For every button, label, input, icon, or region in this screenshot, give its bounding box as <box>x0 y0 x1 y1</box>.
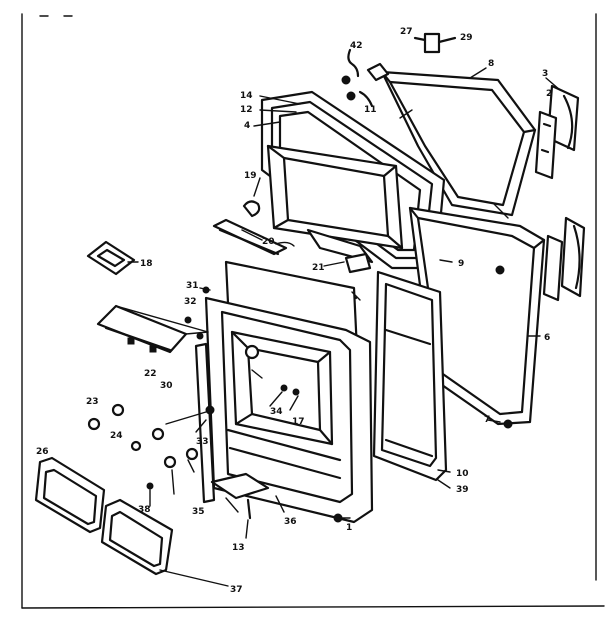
callout-38: 38 <box>138 505 151 515</box>
gasket-strip-30 <box>194 342 216 504</box>
callout-2-top: 2 <box>546 89 552 99</box>
callout-10: 10 <box>456 469 469 479</box>
callout-labels: 27 29 42 8 3 14 12 11 2 4 19 20 18 21 9 … <box>36 27 552 595</box>
small-fasteners <box>87 286 351 523</box>
page-border <box>21 13 605 609</box>
callout-22: 22 <box>144 369 157 379</box>
callout-3-top: 3 <box>542 69 548 79</box>
callout-14: 14 <box>240 91 253 101</box>
callout-23: 23 <box>86 397 99 407</box>
callout-20: 20 <box>262 237 275 247</box>
door-trays <box>34 456 229 587</box>
crisper-cover-35 <box>210 472 270 520</box>
callout-29: 29 <box>460 33 473 43</box>
vent-grille-part-22 <box>96 304 209 354</box>
callout-32-top: 32 <box>184 297 197 307</box>
upper-door-liner <box>260 90 446 270</box>
callout-7: 7 <box>484 415 490 425</box>
callout-4-top: 4 <box>244 121 250 131</box>
callout-33: 33 <box>196 437 209 447</box>
callout-21: 21 <box>312 263 325 273</box>
callout-42: 42 <box>350 41 363 51</box>
callout-1: 1 <box>346 523 352 533</box>
callout-34: 34 <box>270 407 283 417</box>
callout-31-top: 31 <box>186 281 199 291</box>
lower-handle <box>542 216 586 302</box>
callout-18: 18 <box>140 259 153 269</box>
callout-24: 24 <box>110 431 123 441</box>
leader-lines <box>127 67 561 539</box>
callout-37: 37 <box>230 585 243 595</box>
upper-handle <box>534 84 580 180</box>
upper-door-outer-panel <box>380 70 537 217</box>
door-shelf-bar <box>212 200 295 256</box>
lower-door-liner-frame <box>372 270 448 482</box>
callout-11: 11 <box>364 105 377 115</box>
filter-part-16 <box>86 240 136 276</box>
callout-35: 35 <box>192 507 205 517</box>
callout-6: 6 <box>544 333 550 343</box>
callout-19: 19 <box>244 171 257 181</box>
callout-8: 8 <box>488 59 494 69</box>
callout-39: 39 <box>456 485 469 495</box>
callout-13: 13 <box>232 543 245 553</box>
callout-30: 30 <box>160 381 173 391</box>
callout-17: 17 <box>292 417 305 427</box>
callout-12: 12 <box>240 105 253 115</box>
top-hinge-assembly <box>341 32 457 108</box>
callout-9: 9 <box>458 259 464 269</box>
callout-26: 26 <box>36 447 49 457</box>
callout-27: 27 <box>400 27 413 37</box>
callout-36: 36 <box>284 517 297 527</box>
